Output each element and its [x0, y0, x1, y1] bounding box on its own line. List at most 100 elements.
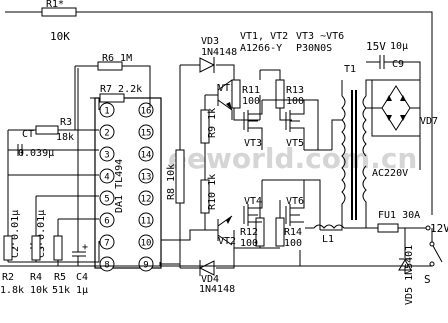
ic-pin-5: [99, 190, 115, 206]
r8-resistor: [175, 65, 185, 268]
vd4-part: 1N4148: [199, 284, 235, 295]
fu1-label: FU1 30A: [378, 210, 420, 221]
r12-value: 100: [240, 238, 258, 249]
r5-resistor: [53, 218, 99, 266]
r11-resistor: [231, 70, 261, 121]
r1-resistor: [5, 7, 433, 215]
r5-value: 51k: [52, 285, 70, 296]
s-label: S: [424, 273, 431, 286]
ic-pin-label: 2: [104, 129, 109, 139]
vd4-diode: [180, 248, 235, 276]
vd7-bridge: [365, 79, 421, 170]
vt12-part: A1266-Y: [240, 43, 282, 54]
r7-resistor: [90, 93, 150, 110]
vd4-label: VD4: [201, 274, 219, 285]
vt1-transistor: [205, 79, 233, 120]
ct-value: 0.039μ: [18, 148, 54, 159]
ic-pin-4: [99, 168, 115, 184]
ic-pin-label: 6: [104, 217, 109, 227]
r2-value: 1.8k: [0, 285, 24, 296]
ic-label: DA1 TL494: [114, 159, 125, 213]
c4-plus: +: [82, 242, 88, 253]
r14-resistor: [260, 200, 285, 249]
r12-label: R12: [240, 227, 258, 238]
ic-pin-label: 11: [141, 217, 152, 227]
r9-resistor: [200, 95, 210, 170]
vt1-label: VT1: [218, 83, 236, 94]
t1-transformer: [341, 80, 367, 220]
vt6-mosfet: [285, 180, 305, 226]
vt2-transistor: [205, 215, 233, 246]
r8-label: R8 10k: [166, 164, 177, 200]
t1-label: T1: [344, 64, 356, 75]
r7-label: R7 2.2k: [100, 84, 142, 95]
ic-pin-2: [99, 124, 115, 140]
c9-label: C9: [392, 59, 404, 70]
ic-pin-15: [138, 124, 154, 140]
c4-label: C4: [76, 272, 88, 283]
r4-value: 10k: [30, 285, 48, 296]
r13-label: R13: [286, 85, 304, 96]
fu1-fuse: [366, 223, 426, 233]
ic-pin-label: 5: [104, 195, 109, 205]
r10-label: R10 1k: [207, 174, 218, 210]
ic-pin-12: [138, 190, 154, 206]
c4-capacitor: [72, 68, 86, 266]
vt5-label: VT5: [286, 138, 304, 149]
vt4-mosfet: [243, 180, 263, 226]
ic-pin-1: [99, 102, 115, 118]
ic-pin-label: 3: [104, 151, 109, 161]
r3-label: R3: [60, 117, 72, 128]
ic-pin-label: 1: [104, 107, 109, 117]
v12-label: 12V: [430, 222, 448, 235]
ic-pin-label: 13: [141, 173, 152, 183]
vt5-mosfet: [285, 100, 305, 150]
l1-label: L1: [322, 234, 334, 245]
v15-label: 15V: [366, 40, 386, 53]
vt36-part: P30N0S: [296, 43, 332, 54]
vt6-label: VT6: [286, 196, 304, 207]
r1-label: R1*: [46, 0, 64, 10]
output-terminal-plus: [425, 225, 431, 231]
ic-pin-label: 14: [141, 151, 152, 161]
s-switch: [429, 228, 443, 267]
ic-pin-14: [138, 146, 154, 162]
vt36-note: VT3 ~VT6: [296, 31, 344, 42]
c3-label: C3 0.01μ: [36, 210, 47, 258]
r6-label: R6 1M: [102, 53, 132, 64]
r1-value: 10K: [50, 30, 70, 43]
ic-pin-label: 7: [104, 239, 109, 249]
ic-pin-10: [138, 234, 154, 250]
vd3-part: 1N4148: [201, 47, 237, 58]
ic-pin-9: [138, 256, 154, 272]
r4-label: R4: [30, 272, 42, 283]
r2-resistor: [3, 235, 13, 261]
r11-label: R11: [242, 85, 260, 96]
vd5-label: VD5 1N5401: [404, 245, 415, 305]
c2-label: C2 0.01μ: [10, 210, 21, 258]
ground-bus: [0, 262, 432, 267]
r4-resistor: [31, 235, 41, 261]
vd3-diode: [180, 57, 235, 80]
c9-capacitor: [366, 55, 421, 80]
c9-value: 10μ: [390, 41, 408, 52]
watermark: eeworld.com.cn: [168, 142, 417, 175]
ic-pin-label: 12: [141, 195, 152, 205]
r3-value: 18k: [56, 132, 74, 143]
ic-pin-7: [99, 234, 115, 250]
r11-value: 100: [242, 96, 260, 107]
vd5-diode: [398, 228, 412, 274]
r2-label: R2: [2, 272, 14, 283]
r14-label: R14: [284, 227, 302, 238]
ic-pin-13: [138, 168, 154, 184]
ic-pin-label: 4: [104, 173, 109, 183]
r9-label: R9 1k: [207, 108, 218, 138]
vt3-label: VT3: [244, 138, 262, 149]
ic-pin-11: [138, 212, 154, 228]
r14-value: 100: [284, 238, 302, 249]
ic-pin-8: [99, 256, 115, 272]
ic-pin-label: 15: [141, 129, 152, 139]
